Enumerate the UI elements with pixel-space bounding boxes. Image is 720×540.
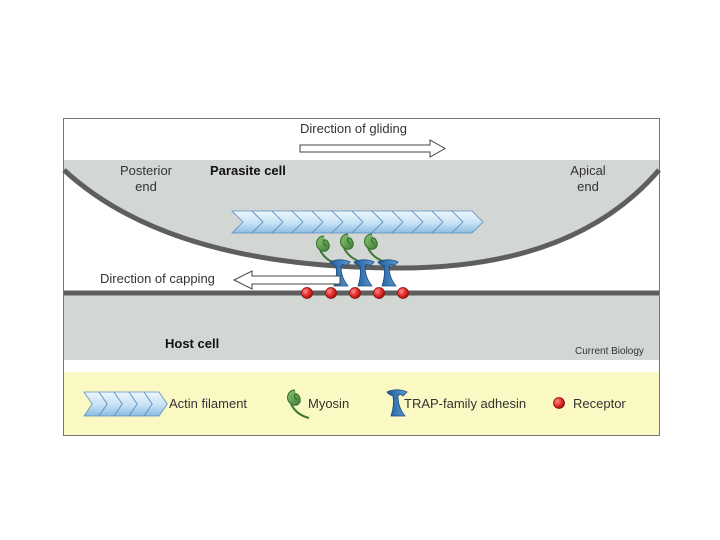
credit-label: Current Biology — [575, 346, 644, 357]
parasite-membrane — [62, 168, 661, 271]
legend-trap-adhesin: TRAP-family adhesin — [386, 389, 526, 417]
receptor-legend — [553, 397, 565, 409]
capping-arrow — [232, 270, 341, 290]
parasite-cell-title: Parasite cell — [210, 163, 286, 178]
trap-adhesin — [329, 259, 351, 287]
host-cell — [64, 293, 659, 360]
legend-label-actin: Actin filament — [169, 396, 247, 411]
legend-label-myosin: Myosin — [308, 396, 349, 411]
receptor — [301, 287, 313, 299]
actin-legend-segment — [143, 391, 168, 417]
adhesin-group — [329, 259, 399, 287]
legend-label-adhesin: TRAP-family adhesin — [404, 396, 526, 411]
posterior-end-label-line2: end — [135, 179, 157, 194]
receptor-icon — [553, 397, 565, 409]
actin-filament — [231, 210, 484, 234]
legend-label-receptor: Receptor — [573, 396, 626, 411]
receptor — [397, 287, 409, 299]
gliding-label: Direction of gliding — [300, 121, 407, 136]
myosin-legend — [287, 389, 310, 419]
apical-end-label: Apical — [570, 163, 606, 178]
capping-label: Direction of capping — [100, 271, 215, 286]
actin-segment — [451, 210, 484, 234]
receptor — [325, 287, 337, 299]
trap-adhesin — [377, 259, 399, 287]
receptor — [349, 287, 361, 299]
host-cell-title: Host cell — [165, 336, 219, 351]
legend-actin-filament: Actin filament — [83, 391, 247, 417]
receptor — [373, 287, 385, 299]
gliding-arrow — [299, 139, 447, 158]
legend-myosin: Myosin — [287, 389, 349, 419]
apical-end-label-line2: end — [577, 179, 599, 194]
trap-adhesin-icon — [386, 389, 408, 417]
actin-filament-icon — [83, 391, 168, 417]
trap-adhesin-legend — [386, 389, 408, 417]
legend-receptor: Receptor — [553, 396, 626, 411]
posterior-end-label: Posterior — [120, 163, 173, 178]
trap-adhesin — [353, 259, 375, 287]
receptor-group — [301, 287, 409, 299]
myosin-icon — [287, 389, 310, 419]
